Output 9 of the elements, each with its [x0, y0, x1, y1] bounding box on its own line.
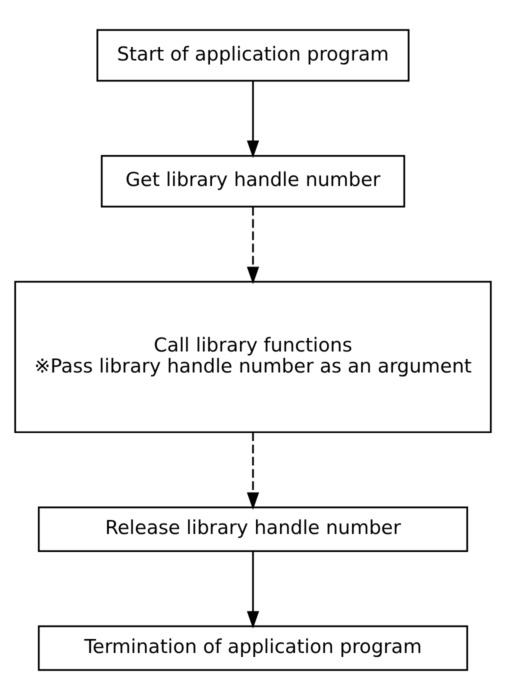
node-box: Call library functions ※Pass library handle number as an argument: [14, 280, 492, 434]
arrow: [246, 552, 260, 629]
arrow: [246, 81, 260, 158]
node-box: Termination of application program: [38, 625, 468, 671]
node-box: Get library handle number: [100, 155, 406, 208]
node-box: Start of application program: [96, 29, 410, 82]
arrow: [246, 432, 260, 510]
node-box: Release library handle number: [38, 506, 468, 552]
arrow: [246, 206, 260, 284]
